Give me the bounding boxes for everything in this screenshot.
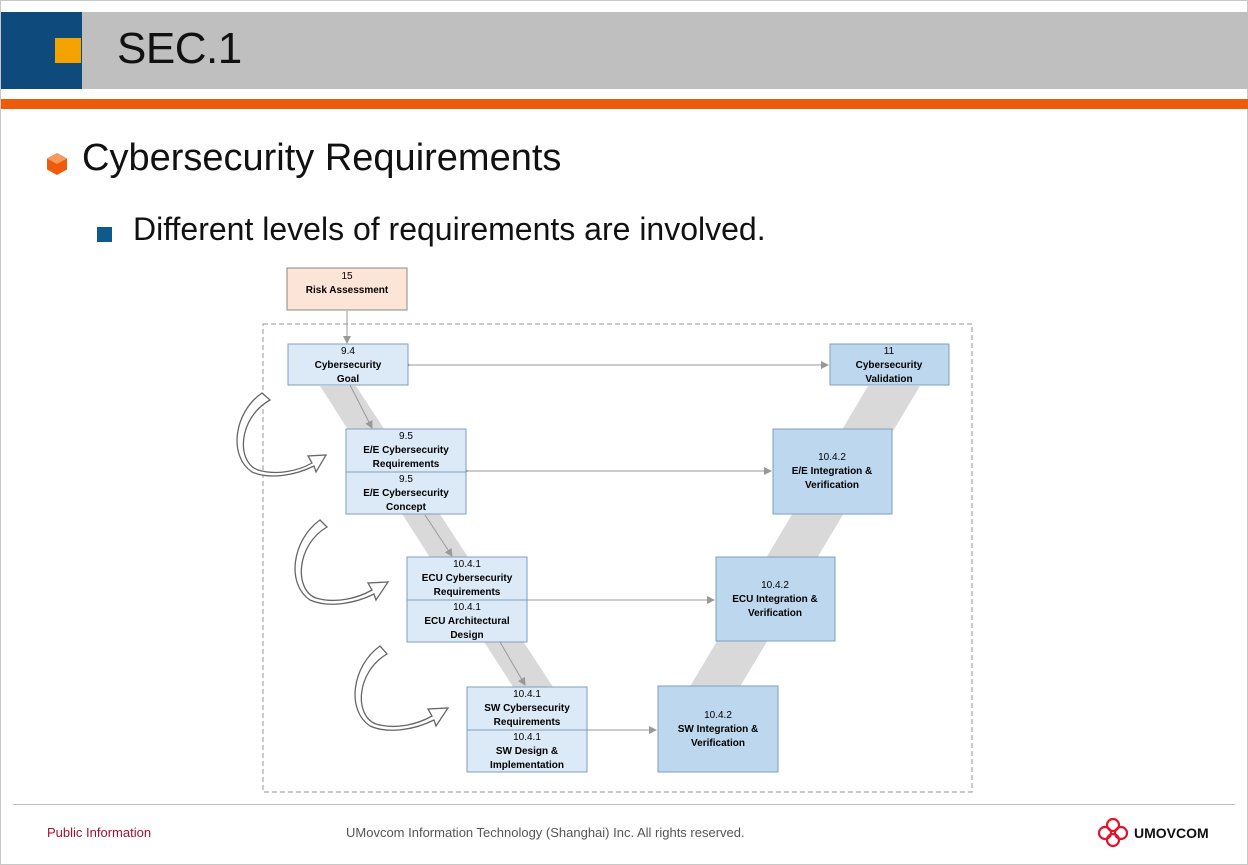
copyright-text: UMovcom Information Technology (Shanghai… bbox=[346, 825, 745, 840]
ecu-architecture-box: 10.4.1 ECU Architectural Design bbox=[406, 599, 528, 643]
cybersecurity-goal-box: 9.4 Cybersecurity Goal bbox=[287, 343, 409, 386]
page-title: SEC.1 bbox=[117, 24, 242, 73]
ee-int-label1: E/E Integration & bbox=[792, 466, 873, 477]
sw-design-label2: Implementation bbox=[490, 760, 564, 771]
ee-int-label2: Verification bbox=[805, 480, 859, 491]
sw-integration-box: 10.4.2 SW Integration & Verification bbox=[657, 685, 779, 773]
ecu-arch-label2: Design bbox=[450, 630, 483, 641]
orange-divider bbox=[1, 99, 1248, 109]
sw-requirements-box: 10.4.1 SW Cybersecurity Requirements bbox=[466, 686, 588, 731]
risk-label: Risk Assessment bbox=[306, 285, 389, 296]
sw-int-id: 10.4.2 bbox=[704, 710, 732, 721]
bullet-subtext: Different levels of requirements are inv… bbox=[133, 211, 766, 247]
umovcom-logo-icon bbox=[1097, 817, 1129, 848]
ee-req-label1: E/E Cybersecurity bbox=[363, 445, 449, 456]
ee-integration-box: 10.4.2 E/E Integration & Verification bbox=[772, 428, 893, 515]
ecu-req-label1: ECU Cybersecurity bbox=[422, 573, 513, 584]
ee-requirements-box: 9.5 E/E Cybersecurity Requirements bbox=[345, 428, 467, 473]
classification-label: Public Information bbox=[47, 825, 152, 840]
header-accent-square bbox=[55, 38, 81, 63]
validation-id: 11 bbox=[884, 346, 895, 357]
ecu-requirements-box: 10.4.1 ECU Cybersecurity Requirements bbox=[406, 556, 528, 601]
sw-design-label1: SW Design & bbox=[496, 746, 558, 757]
sw-req-id: 10.4.1 bbox=[513, 689, 541, 700]
bullet-heading: Cybersecurity Requirements bbox=[82, 137, 562, 179]
goal-label1: Cybersecurity bbox=[315, 360, 382, 371]
sw-design-box: 10.4.1 SW Design & Implementation bbox=[466, 729, 588, 773]
square-bullet-icon bbox=[97, 227, 112, 242]
refinement-arrows bbox=[236, 392, 450, 731]
scope-boundary bbox=[262, 323, 973, 793]
ecu-req-label2: Requirements bbox=[434, 587, 501, 598]
ee-concept-box: 9.5 E/E Cybersecurity Concept bbox=[345, 471, 467, 515]
goal-label2: Goal bbox=[337, 374, 359, 385]
ecu-arch-label1: ECU Architectural bbox=[424, 616, 509, 627]
validation-label1: Cybersecurity bbox=[856, 360, 923, 371]
goal-id: 9.4 bbox=[341, 346, 355, 357]
risk-id: 15 bbox=[341, 271, 353, 282]
sw-int-label1: SW Integration & bbox=[678, 724, 759, 735]
sw-design-id: 10.4.1 bbox=[513, 732, 541, 743]
ecu-int-label1: ECU Integration & bbox=[732, 594, 818, 605]
ecu-req-id: 10.4.1 bbox=[453, 559, 481, 570]
footer-divider bbox=[13, 804, 1235, 805]
sw-req-label2: Requirements bbox=[494, 717, 561, 728]
ee-concept-label2: Concept bbox=[386, 502, 427, 513]
hexagon-bullet-icon bbox=[47, 153, 67, 175]
cybersecurity-validation-box: 11 Cybersecurity Validation bbox=[829, 343, 950, 386]
risk-assessment-box: 15 Risk Assessment bbox=[286, 267, 408, 311]
ecu-arch-id: 10.4.1 bbox=[453, 602, 481, 613]
validation-label2: Validation bbox=[865, 374, 912, 385]
sw-req-label1: SW Cybersecurity bbox=[484, 703, 570, 714]
sw-int-label2: Verification bbox=[691, 738, 745, 749]
ee-req-label2: Requirements bbox=[373, 459, 440, 470]
ecu-integration-box: 10.4.2 ECU Integration & Verification bbox=[715, 556, 836, 642]
ee-int-id: 10.4.2 bbox=[818, 452, 846, 463]
v-model-diagram: 15 Risk Assessment 9.4 Cybersecurity Goa… bbox=[236, 267, 973, 793]
ee-concept-id: 9.5 bbox=[399, 474, 413, 485]
ecu-int-label2: Verification bbox=[748, 608, 802, 619]
ee-req-id: 9.5 bbox=[399, 431, 413, 442]
header-bar bbox=[82, 12, 1248, 89]
brand-name: UMOVCOM bbox=[1134, 825, 1209, 841]
ee-concept-label1: E/E Cybersecurity bbox=[363, 488, 449, 499]
ecu-int-id: 10.4.2 bbox=[761, 580, 789, 591]
